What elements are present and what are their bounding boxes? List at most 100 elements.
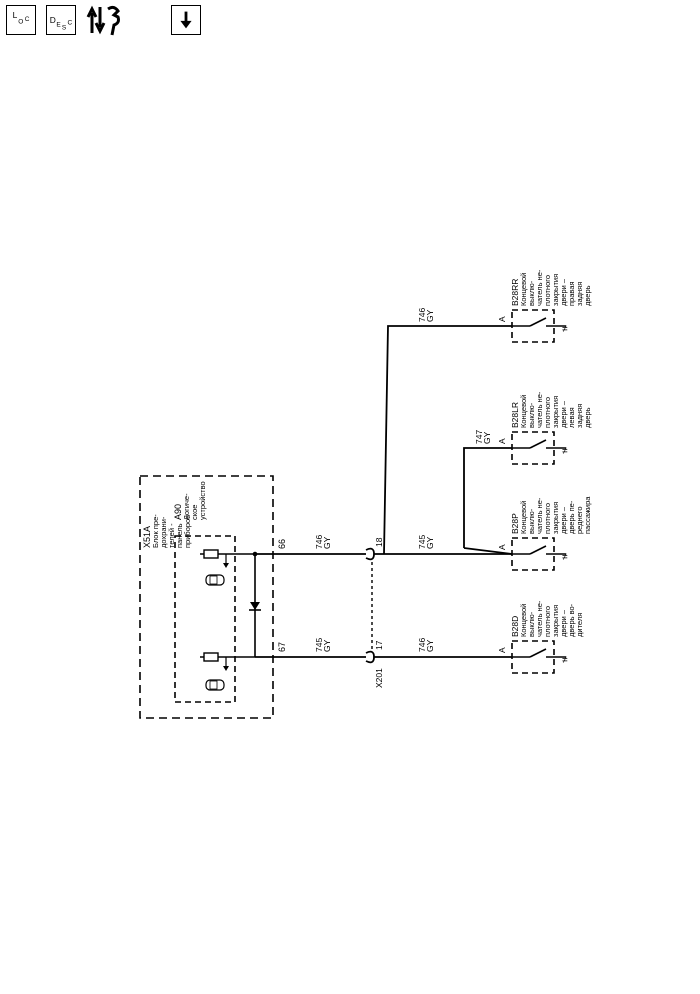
car-icon [205, 679, 225, 691]
wire-label-w6: 746 GY [417, 308, 435, 322]
switch-b28p: ≠ [511, 537, 568, 571]
svg-text:реднего: реднего [575, 506, 584, 534]
svg-text:задняя: задняя [575, 404, 584, 428]
wire-label-w1: 746 GY [314, 535, 332, 549]
label-b28lr: B28LR Концевой выклю- чатель не- плотног… [510, 391, 592, 428]
svg-text:плотного: плотного [543, 397, 552, 428]
svg-text:закрытия: закрытия [551, 502, 560, 534]
svg-text:GY: GY [322, 536, 332, 549]
desc-letter-e: E [56, 22, 61, 29]
svg-text:745: 745 [314, 638, 324, 652]
svg-text:747: 747 [474, 430, 484, 444]
svg-text:ское: ское [190, 505, 199, 520]
svg-text:пассажира: пассажира [583, 496, 592, 534]
svg-text:телей -: телей - [167, 523, 176, 548]
pin-a-b28d: A [497, 647, 507, 653]
desc-letter-c: C [68, 20, 73, 27]
svg-text:GY: GY [482, 431, 492, 444]
wire-label-w3: 745 GY [417, 535, 435, 549]
svg-text:B28RR: B28RR [510, 279, 520, 306]
svg-text:плотного: плотного [543, 503, 552, 534]
svg-text:чатель не-: чатель не- [535, 600, 544, 637]
pin-66: 66 [277, 539, 287, 549]
svg-text:дителя: дителя [575, 613, 584, 637]
svg-text:устройство: устройство [198, 481, 207, 520]
car-icon [205, 574, 225, 586]
svg-text:Концевой: Концевой [519, 395, 528, 428]
svg-text:панель: панель [175, 523, 184, 548]
wire-label-w5: 747 GY [474, 430, 492, 444]
label-b28d: B28D Концевой выклю- чатель не- плотного… [510, 600, 584, 637]
svg-text:B28D: B28D [510, 616, 520, 637]
connector-pin-17: 17 [374, 640, 384, 650]
svg-text:GY: GY [425, 536, 435, 549]
svg-text:дверь: дверь [583, 285, 592, 306]
label-b28rr: B28RR Концевой выклю- чатель не- плотног… [510, 269, 592, 306]
svg-text:закрытия: закрытия [551, 396, 560, 428]
svg-text:Концевой: Концевой [519, 273, 528, 306]
loc-letter-l: L [13, 10, 18, 20]
loc-letter-c: C [25, 16, 30, 23]
connector-x201 [365, 547, 375, 664]
connector-pin-18: 18 [374, 537, 384, 547]
svg-text:правая: правая [567, 281, 576, 306]
switch-b28rr: ≠ [511, 309, 568, 343]
svg-text:B28P: B28P [510, 513, 520, 534]
svg-text:задняя: задняя [575, 282, 584, 306]
loc-letter-o: O [18, 19, 23, 26]
svg-text:GY: GY [425, 639, 435, 652]
pin-a-b28rr: A [497, 316, 507, 322]
wire-label-w4: 746 GY [417, 638, 435, 652]
svg-text:двери –: двери – [559, 506, 568, 534]
svg-text:A90: A90 [173, 504, 183, 520]
svg-text:выклю-: выклю- [527, 280, 536, 306]
label-x51a: X51A Блок пре- дохрани- телей - панель п… [142, 514, 192, 548]
wire-747-junction [463, 547, 513, 555]
svg-text:закрытия: закрытия [551, 274, 560, 306]
svg-text:выклю-: выклю- [527, 402, 536, 428]
svg-text:746: 746 [417, 308, 427, 322]
svg-text:закрытия: закрытия [551, 605, 560, 637]
description-button[interactable]: D E S C [46, 5, 76, 35]
pin-a-b28lr: A [497, 438, 507, 444]
a90-output-lower [200, 652, 255, 671]
svg-text:746: 746 [417, 638, 427, 652]
svg-text:B28LR: B28LR [510, 402, 520, 428]
svg-text:чатель не-: чатель не- [535, 269, 544, 306]
toolbar: L O C D E S C [0, 0, 700, 40]
wire-747-to-b28lr [463, 447, 512, 548]
svg-text:двери –: двери – [559, 400, 568, 428]
a90-output-upper [200, 549, 255, 568]
svg-text:двери –: двери – [559, 609, 568, 637]
desc-letter-s: S [62, 24, 67, 31]
label-b28p: B28P Концевой выклю- чатель не- плотного… [510, 496, 592, 534]
diode-symbol [249, 551, 261, 657]
diagnostic-wrench-arrows-icon[interactable] [86, 3, 126, 37]
svg-text:≠: ≠ [562, 324, 568, 335]
svg-text:GY: GY [425, 309, 435, 322]
svg-text:выклю-: выклю- [527, 611, 536, 637]
svg-text:Логиче-: Логиче- [182, 493, 191, 520]
switch-b28d: ≠ [511, 640, 568, 674]
switch-b28lr: ≠ [511, 431, 568, 465]
pin-a-b28p: A [497, 544, 507, 550]
svg-text:≠: ≠ [562, 446, 568, 457]
x51a-enclosure [139, 475, 274, 719]
wire-746-to-b28rr [383, 325, 512, 555]
svg-text:X51A: X51A [142, 526, 152, 548]
svg-text:плотного: плотного [543, 275, 552, 306]
svg-text:чатель не-: чатель не- [535, 497, 544, 534]
svg-text:GY: GY [322, 639, 332, 652]
svg-text:745: 745 [417, 535, 427, 549]
download-arrow-icon[interactable] [171, 5, 201, 35]
svg-text:дверь во-: дверь во- [567, 603, 576, 637]
svg-text:левая: левая [567, 407, 576, 428]
svg-text:дохрани-: дохрани- [159, 516, 168, 548]
desc-letter-d: D [50, 15, 56, 25]
svg-text:≠: ≠ [562, 655, 568, 666]
location-button[interactable]: L O C [6, 5, 36, 35]
pin-67: 67 [277, 642, 287, 652]
svg-text:дверь: дверь [583, 407, 592, 428]
svg-text:плотного: плотного [543, 606, 552, 637]
svg-text:выклю-: выклю- [527, 508, 536, 534]
